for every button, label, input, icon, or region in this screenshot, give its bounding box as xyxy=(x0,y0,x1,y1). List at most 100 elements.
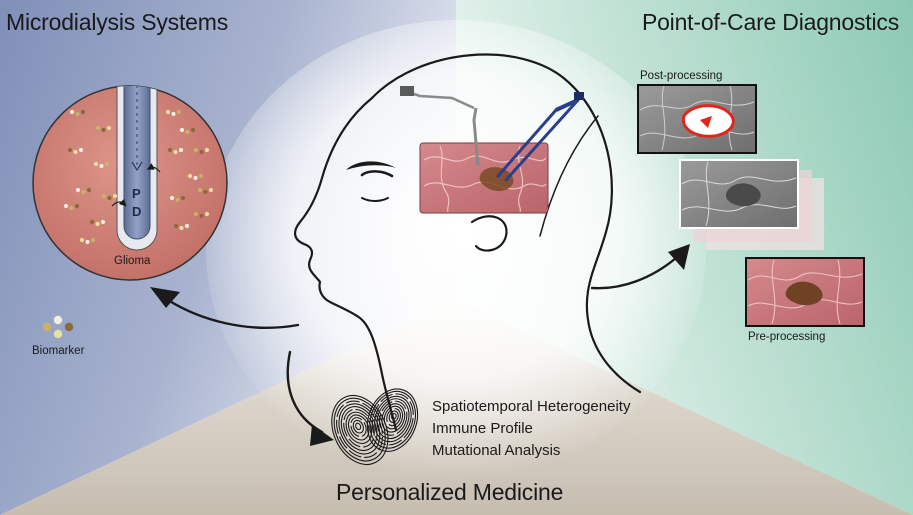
post-processing-label: Post-processing xyxy=(640,70,723,82)
pre-processing-card xyxy=(745,257,865,327)
arrow-to-point-of-care xyxy=(590,256,678,290)
biomarker-dot xyxy=(171,111,176,117)
fingerprint-icon xyxy=(331,388,419,465)
biomarker-dot xyxy=(85,239,90,245)
biomarker-dot xyxy=(173,223,179,229)
fingerprint-ridge xyxy=(376,398,410,440)
biomarker-dot xyxy=(106,125,112,131)
biomarker-dot xyxy=(179,127,185,133)
eyebrow xyxy=(346,161,396,170)
glioma-label: Glioma xyxy=(114,255,151,267)
biomarker-dot xyxy=(173,149,178,155)
fingerprint-ridge xyxy=(350,417,367,438)
fingerprint-ridge xyxy=(381,403,406,433)
biomarker-dot xyxy=(184,223,190,229)
biomarker-dot xyxy=(69,109,75,115)
biomarker-dot xyxy=(75,187,81,193)
fingerprint-ridge xyxy=(336,400,384,458)
biomarker-dot xyxy=(187,173,193,179)
biomarker-dot xyxy=(104,161,110,167)
pre-processing-label: Pre-processing xyxy=(748,331,826,343)
biomarker-dot xyxy=(193,175,198,181)
processing-stack xyxy=(679,159,824,250)
biomarker-dot xyxy=(80,109,86,115)
biomarker-dot xyxy=(197,187,203,193)
center-glow xyxy=(206,20,706,480)
biomarker-dot xyxy=(190,127,196,133)
biomarker-dot xyxy=(74,203,80,209)
biomarker-dot xyxy=(78,147,84,153)
fingerprint-ridge xyxy=(331,395,389,465)
biomarker-dot xyxy=(75,111,80,117)
biomarker-dot xyxy=(63,203,69,209)
fingerprint-ridge xyxy=(383,405,404,430)
probe-label-d: D xyxy=(132,204,142,219)
fingerprint-ridge xyxy=(374,395,412,443)
glioma-circle xyxy=(32,85,228,281)
biomarker-dot xyxy=(101,193,107,199)
microdialysis-title: Microdialysis Systems xyxy=(6,9,229,35)
biomarker-dot xyxy=(208,187,214,193)
head-outline xyxy=(294,53,642,432)
biomarker-legend-dots xyxy=(42,315,74,339)
fingerprint-ridge xyxy=(371,393,414,446)
biomarker-dot xyxy=(112,193,118,199)
biomarker-dot xyxy=(204,211,210,217)
personalized-item-3: Mutational Analysis xyxy=(432,442,561,459)
biomarker-dot xyxy=(179,225,184,231)
biomarker-dot xyxy=(69,205,74,211)
biomarker-dot xyxy=(199,213,204,219)
fingerprint-ridge xyxy=(391,412,397,420)
biomarker-dot xyxy=(198,173,204,179)
biomarker-dot xyxy=(93,161,99,167)
biomarker-dot xyxy=(67,147,73,153)
biomarker-dots xyxy=(63,109,214,245)
fingerprint-ridge xyxy=(378,400,408,436)
biomarker-dot xyxy=(167,147,173,153)
fingerprint-ridge xyxy=(333,397,386,462)
biomarker-dot xyxy=(176,109,182,115)
biomarker-dot xyxy=(89,219,95,225)
fingerprint-ridge xyxy=(386,408,401,427)
biomarker-dot xyxy=(107,195,112,201)
biomarker-dot xyxy=(81,189,86,195)
biomarker-dot xyxy=(101,127,106,133)
biomarker-dot xyxy=(178,147,184,153)
biomarker-dot xyxy=(100,219,106,225)
biomarker-dot xyxy=(204,147,210,153)
biomarker-dot xyxy=(175,197,180,203)
personalized-item-2: Immune Profile xyxy=(432,420,533,437)
biomarker-dot xyxy=(169,195,175,201)
probe-label-p: P xyxy=(132,186,141,201)
biomarker-dot xyxy=(79,237,85,243)
personalized-medicine-title: Personalized Medicine xyxy=(336,479,564,505)
arrow-heads xyxy=(150,244,690,446)
fingerprint-ridge xyxy=(366,388,419,452)
biomarker-dot xyxy=(203,189,208,195)
biomarker-label: Biomarker xyxy=(32,345,85,357)
biomarker-dot xyxy=(99,163,104,169)
biomarker-dot xyxy=(193,147,199,153)
biomarker-dot xyxy=(193,211,199,217)
fingerprint-ridge xyxy=(355,422,362,431)
surgical-window xyxy=(400,86,584,214)
fingerprint-ridge xyxy=(369,390,416,449)
biomarker-dot xyxy=(199,149,204,155)
biomarker-dot xyxy=(165,109,171,115)
fingerprint-ridge xyxy=(352,419,364,434)
arrow-to-microdialysis xyxy=(166,298,300,329)
biomarker-dot xyxy=(95,221,100,227)
biomarker-dot xyxy=(90,237,96,243)
fingerprint-ridge xyxy=(338,403,381,455)
personalized-item-1: Spatiotemporal Heterogeneity xyxy=(432,398,631,415)
biomarker-dot xyxy=(95,125,101,131)
fingerprint-ridge xyxy=(388,410,399,423)
point-of-care-title: Point-of-Care Diagnostics xyxy=(641,9,899,35)
biomarker-dot xyxy=(73,149,78,155)
biomarker-dot xyxy=(185,129,190,135)
post-processing-card xyxy=(637,84,757,154)
biomarker-dot xyxy=(180,195,186,201)
